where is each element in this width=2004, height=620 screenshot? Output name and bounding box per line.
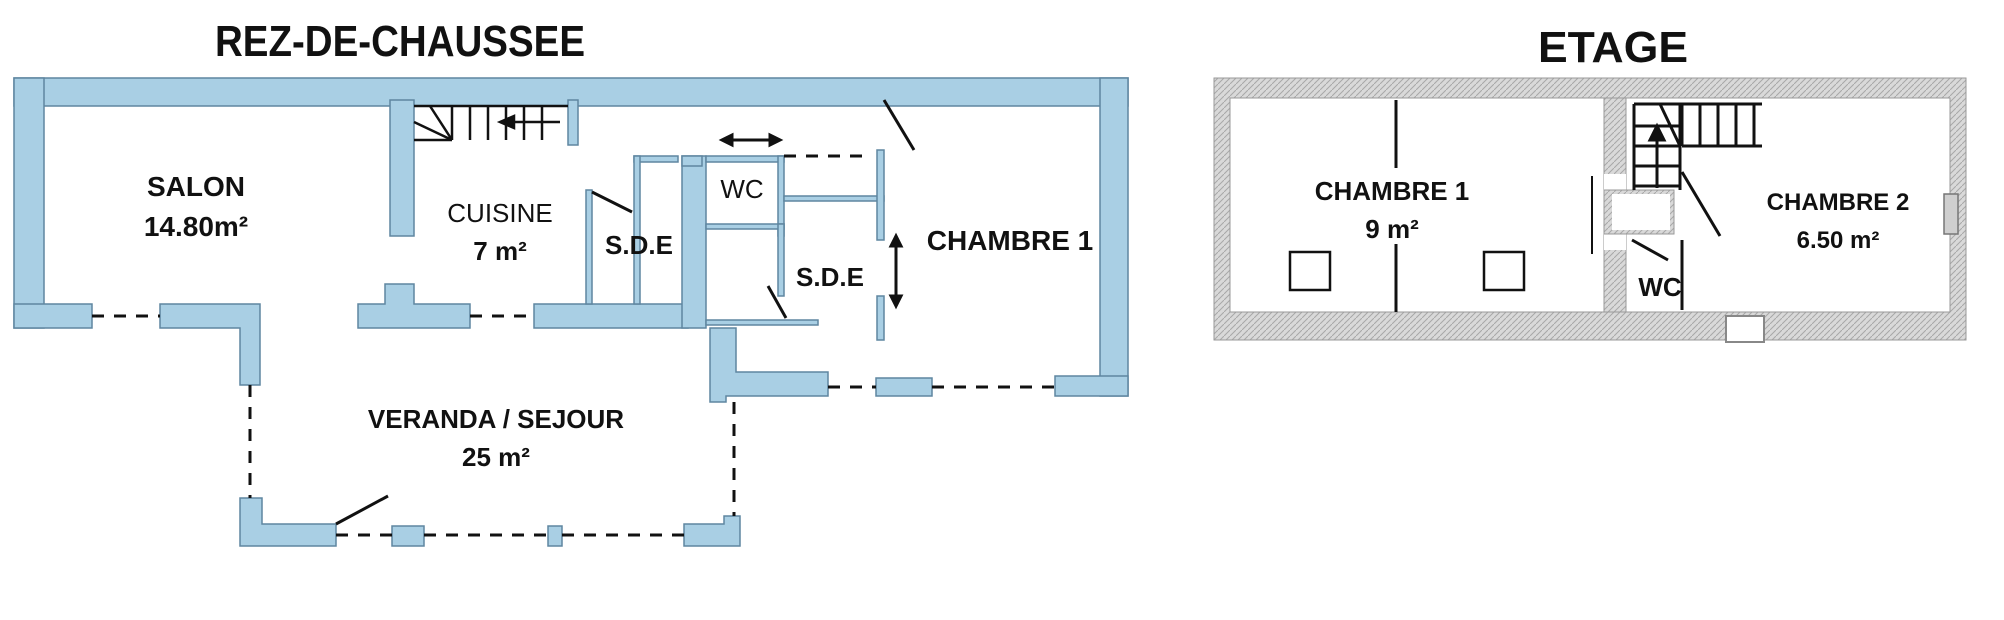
room-veranda-name: VERANDA / SEJOUR — [368, 404, 624, 434]
wall-wc-top — [705, 155, 785, 163]
room-sde2-name: S.D.E — [796, 262, 864, 292]
room-cuisine-area: 7 m² — [473, 236, 527, 266]
ground-floor-walls — [13, 77, 1129, 547]
wall-sde-left — [585, 189, 593, 305]
wall-salon-cuisine — [389, 99, 415, 237]
wall-chambre-bottom-mid — [875, 377, 933, 397]
upper-floor-lines — [1288, 100, 1762, 312]
upper-room-labels: CHAMBRE 1 9 m² CHAMBRE 2 6.50 m² WC — [1315, 176, 1910, 302]
room-sde1-name: S.D.E — [605, 230, 673, 260]
wall-central-stub — [681, 155, 703, 167]
wall-veranda-bottom-post1 — [391, 525, 425, 547]
upper-chambre2-name: CHAMBRE 2 — [1767, 189, 1910, 216]
upper-chambre1-name: CHAMBRE 1 — [1315, 176, 1470, 206]
room-veranda-area: 25 m² — [462, 442, 530, 472]
upper-floor-title: ETAGE — [1538, 23, 1688, 72]
wall-stairs-side — [567, 99, 579, 146]
upper-chambre2-area: 6.50 m² — [1797, 227, 1880, 254]
wall-veranda-bottom-left — [239, 497, 337, 547]
room-chambre1-name: CHAMBRE 1 — [927, 225, 1093, 256]
wall-cuisine-bottom — [357, 283, 471, 329]
wall-sde2-bottom — [705, 319, 819, 326]
wall-veranda-bottom-right — [683, 515, 741, 547]
wall-cuisine-sde-bottom — [533, 303, 689, 329]
wall-sde2-mid — [783, 195, 885, 202]
ground-floor-title: REZ-DE-CHAUSSEE — [215, 17, 585, 66]
wall-veranda-bottom-post2 — [547, 525, 563, 547]
wall-chambre-entrance — [709, 327, 829, 403]
ground-openings — [92, 154, 1055, 537]
ground-doors — [335, 99, 916, 526]
upper-window-right — [1943, 193, 1959, 235]
wall-wc-bottom — [705, 223, 785, 230]
wall-salon-bottom-left — [13, 303, 93, 329]
upper-floor-walls — [1213, 77, 1967, 343]
room-cuisine-name: CUISINE — [447, 198, 552, 228]
room-salon-name: SALON — [147, 171, 245, 202]
wall-salon-veranda-l — [159, 303, 261, 386]
wall-sde-vert — [633, 155, 641, 305]
wall-chambre-left — [876, 149, 885, 241]
wall-right — [1099, 77, 1129, 397]
wall-wc-sde-vert — [777, 223, 785, 297]
wall-chambre-bottom-right — [1054, 375, 1129, 397]
room-salon-area: 14.80m² — [144, 211, 248, 242]
ground-room-labels: SALON 14.80m² CUISINE 7 m² S.D.E WC S.D.… — [144, 171, 1093, 472]
ground-stairs — [413, 104, 568, 142]
wall-chambre-left-low — [876, 295, 885, 341]
room-wc-name: WC — [720, 174, 763, 204]
upper-chambre1-area: 9 m² — [1365, 214, 1419, 244]
wall-left — [13, 77, 45, 329]
wall-central — [681, 155, 707, 329]
upper-wc-name: WC — [1638, 272, 1682, 302]
upper-window-bottom — [1725, 315, 1765, 343]
